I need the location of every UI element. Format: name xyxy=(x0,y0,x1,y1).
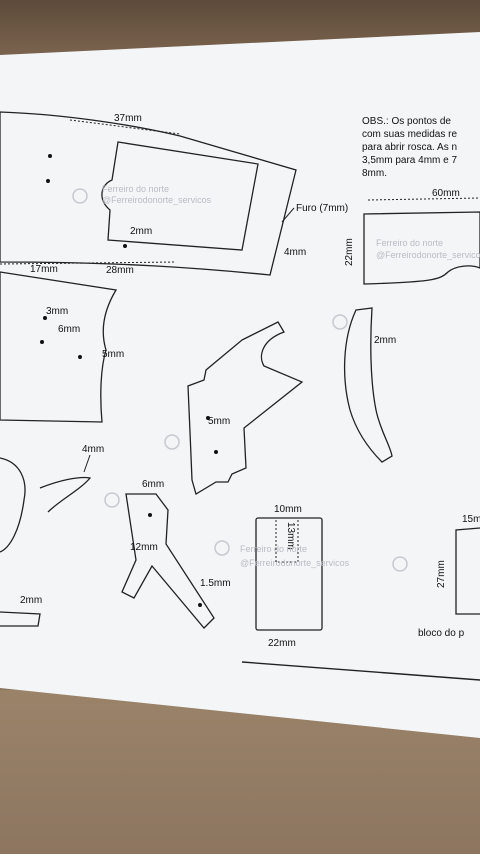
dim-60: 60mm xyxy=(432,188,460,199)
dim-3mm: 3mm xyxy=(46,306,68,317)
note-line-1: OBS.: Os pontos de xyxy=(362,116,451,127)
dim-6mm-b: 6mm xyxy=(142,479,164,490)
note-line-4: 3,5mm para 4mm e 7 xyxy=(362,155,457,166)
piece-2-outline xyxy=(0,271,118,423)
dim-2mm-a: 2mm xyxy=(130,226,152,237)
piece-top-right xyxy=(363,211,480,285)
watermark-1a: Ferreiro do norte xyxy=(102,184,169,194)
piece-5-outline xyxy=(0,457,26,553)
piece-4-outline xyxy=(343,307,393,463)
dim-10: 10mm xyxy=(274,504,302,515)
dim-4mm-b: 4mm xyxy=(82,444,104,455)
piece-3-outline xyxy=(187,321,304,495)
dim-5mm-a: 5mm xyxy=(102,349,124,360)
dim-line-37 xyxy=(69,119,181,135)
dim-27: 27mm xyxy=(436,560,447,588)
watermark-3a: Ferreiro do norte xyxy=(240,544,307,554)
dim-15r: 15m xyxy=(462,514,480,525)
piece-8-outline xyxy=(455,527,480,615)
watermark-3b: @Ferreirodonorte_servicos xyxy=(240,558,350,568)
dim-6mm-a: 6mm xyxy=(58,324,80,335)
watermark-1b: @Ferreirodonorte_servicos xyxy=(102,195,212,205)
piece-1-inner-cutout xyxy=(101,141,259,251)
piece-6-outline xyxy=(121,493,215,629)
dim-2mm-c: 2mm xyxy=(20,595,42,606)
dim-17: 17mm xyxy=(30,264,58,275)
dim-12: 12mm xyxy=(130,542,158,553)
watermark-2a: Ferreiro do norte xyxy=(376,238,443,248)
dim-28: 28mm xyxy=(106,265,134,276)
furo-label: Furo (7mm) xyxy=(296,203,348,214)
dim-4mm-a: 4mm xyxy=(284,247,306,258)
dim-22v: 22mm xyxy=(344,238,355,266)
dim-37: 37mm xyxy=(114,113,142,124)
dim-22: 22mm xyxy=(268,638,296,649)
piece-5-tail xyxy=(39,476,92,513)
dim-2mm-b: 2mm xyxy=(374,335,396,346)
label-bloco: bloco do p xyxy=(418,628,465,639)
note-line-2: com suas medidas re xyxy=(362,129,457,140)
note-line-3: para abrir rosca. As n xyxy=(362,142,457,153)
watermark-2b: @Ferreirodonorte_servicos xyxy=(376,250,480,260)
note-line-5: 8mm. xyxy=(362,168,387,179)
piece-7-slot xyxy=(275,517,299,563)
piece-9-outline xyxy=(0,611,41,627)
dim-1-5: 1.5mm xyxy=(200,578,231,589)
dim-13: 13mm xyxy=(285,522,296,550)
dim-5mm-b: 5mm xyxy=(208,416,230,427)
bottom-rule xyxy=(241,661,480,681)
paper xyxy=(0,32,480,738)
